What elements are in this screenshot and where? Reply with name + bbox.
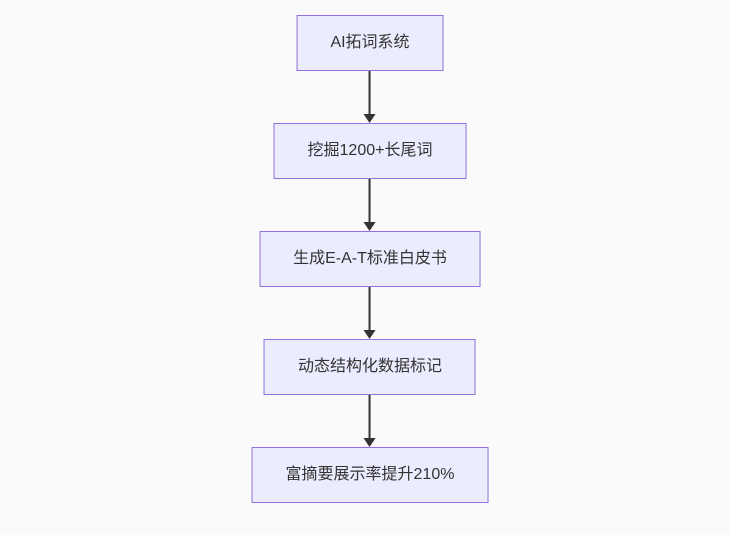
flow-edge-b-c	[363, 179, 377, 231]
flow-node-ai-word-system: AI拓词系统	[296, 15, 444, 71]
edge-line	[369, 71, 371, 115]
arrowhead-down-icon	[364, 438, 376, 447]
edge-line	[369, 179, 371, 223]
flow-node-eat-whitepaper: 生成E-A-T标准白皮书	[259, 231, 481, 287]
flow-node-rich-snippet-result: 富摘要展示率提升210%	[251, 447, 489, 503]
flow-node-label: 生成E-A-T标准白皮书	[293, 250, 447, 267]
flowchart: AI拓词系统 挖掘1200+长尾词 生成E-A-T标准白皮书 动态结构化数据标记…	[251, 15, 489, 503]
flow-node-label: AI拓词系统	[330, 34, 410, 51]
flow-node-structured-data-markup: 动态结构化数据标记	[263, 339, 476, 395]
edge-line	[369, 395, 371, 439]
flow-node-label: 动态结构化数据标记	[297, 358, 442, 375]
flow-edge-c-d	[363, 287, 377, 339]
flow-edge-a-b	[363, 71, 377, 123]
edge-line	[369, 287, 371, 331]
arrowhead-down-icon	[364, 114, 376, 123]
arrowhead-down-icon	[364, 330, 376, 339]
flow-node-label: 富摘要展示率提升210%	[285, 466, 455, 483]
flow-node-label: 挖掘1200+长尾词	[307, 142, 433, 159]
flow-edge-d-e	[363, 395, 377, 447]
arrowhead-down-icon	[364, 222, 376, 231]
flow-node-longtail-mining: 挖掘1200+长尾词	[273, 123, 467, 179]
